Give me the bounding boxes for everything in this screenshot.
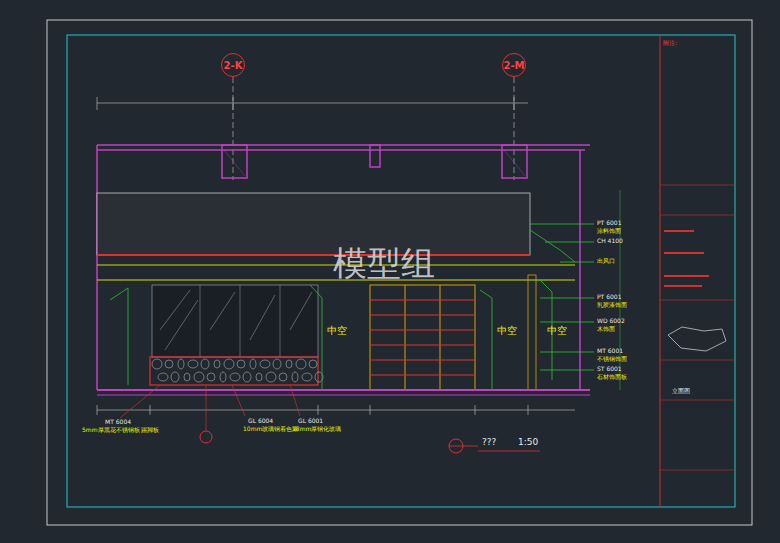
- axis-label: 2-K: [224, 60, 243, 71]
- material-code: GL 6004: [248, 418, 273, 425]
- mosaic-circle: [260, 360, 270, 368]
- mosaic-circle: [207, 373, 215, 381]
- mosaic-circle: [158, 373, 168, 381]
- mosaic-circle: [286, 360, 292, 368]
- material-name: 10mm玻璃钢着色漆: [243, 426, 298, 433]
- mosaic-circle: [152, 359, 162, 369]
- mosaic-circle: [165, 360, 173, 368]
- void-note: 中空: [547, 325, 567, 336]
- mosaic-circle: [256, 373, 262, 381]
- sheet-title: 立面图: [672, 388, 690, 395]
- mosaic-circle: [296, 359, 306, 369]
- mosaic-circle: [273, 359, 281, 369]
- mosaic-circle: [266, 372, 276, 382]
- mosaic-circle: [224, 359, 234, 369]
- material-code: WD 6002: [597, 318, 625, 325]
- material-name: 18mm厚钢化玻璃: [292, 426, 341, 433]
- mosaic-circle: [230, 373, 240, 381]
- axis-bubble: 2-K: [221, 53, 245, 77]
- mosaic-circle: [279, 373, 287, 381]
- material-name: 木饰面: [597, 326, 615, 333]
- mosaic-circle: [178, 359, 184, 369]
- material-code: MT 6004: [105, 419, 131, 426]
- axis-bubble: 2-M: [502, 53, 526, 77]
- mosaic-circle: [220, 372, 226, 382]
- material-name: 石材饰面板: [597, 374, 627, 381]
- mosaic-circle: [243, 372, 251, 382]
- material-name: 5mm厚黑花不锈钢板 踢脚板: [82, 427, 159, 434]
- mosaic-circle: [309, 360, 317, 368]
- mosaic-circle: [214, 360, 220, 368]
- mosaic-circle: [188, 360, 198, 368]
- material-code: PT 6001: [597, 220, 621, 227]
- void-note: 中空: [327, 325, 347, 336]
- drawing-title: ???: [482, 438, 496, 448]
- mosaic-circle: [237, 360, 245, 368]
- material-code: GL 6001: [298, 418, 323, 425]
- axis-label: 2-M: [503, 60, 524, 71]
- material-name: 涂料饰面: [597, 228, 621, 235]
- mosaic-circle: [171, 372, 179, 382]
- material-code: ST 6001: [597, 366, 622, 373]
- material-code: CH 4100: [597, 238, 623, 245]
- material-code: PT 6001: [597, 294, 621, 301]
- material-name: 出风口: [597, 258, 615, 265]
- material-code: MT 6001: [597, 348, 623, 355]
- notes-heading: 附注:: [663, 40, 677, 47]
- mosaic-circle: [194, 372, 204, 382]
- mosaic-circle: [250, 359, 256, 369]
- void-note: 中空: [497, 325, 517, 336]
- watermark: 模型组: [333, 245, 435, 282]
- mosaic-circle: [292, 372, 298, 382]
- material-name: 乳胶漆饰面: [597, 302, 627, 309]
- mosaic-circle: [302, 373, 312, 381]
- mosaic-circle: [184, 373, 190, 381]
- material-name: 不锈钢饰面: [597, 356, 627, 363]
- scale: 1:50: [518, 438, 538, 448]
- mosaic-circle: [201, 359, 209, 369]
